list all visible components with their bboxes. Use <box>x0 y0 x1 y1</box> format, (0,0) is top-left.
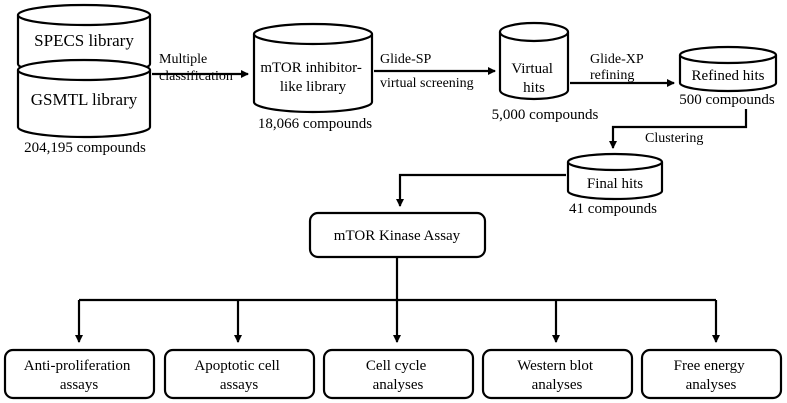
assay-label-free-energy: Free energy analyses <box>674 358 749 393</box>
refined-hits-cylinder: Refined hits <box>678 45 778 93</box>
glide-xp-label-line2: refining <box>590 68 634 83</box>
clustering-arrow <box>609 109 748 149</box>
specs-library-cylinder: SPECS library <box>16 3 152 76</box>
kinase-assay-label: mTOR Kinase Assay <box>334 228 461 244</box>
assay-label-western-blot-line2: analyses <box>532 377 583 393</box>
mtor-library-label: mTOR inhibitor- like library <box>260 60 365 95</box>
libraries-count: 204,195 compounds <box>24 140 146 156</box>
final-hits-label: Final hits <box>587 176 643 192</box>
assay-box-western-blot <box>481 348 634 400</box>
assay-label-antiproliferation-line2: assays <box>60 377 98 393</box>
final-to-assay-arrow <box>396 173 566 207</box>
assay-label-antiproliferation: Anti-proliferation assays <box>24 358 134 393</box>
final-hits-count: 41 compounds <box>569 201 657 217</box>
classification-label-line2: classification <box>159 69 233 84</box>
assay-label-apoptotic: Apoptotic cell assays <box>194 358 283 393</box>
mtor-library-count: 18,066 compounds <box>258 116 372 132</box>
classification-label: Multiple classification <box>159 52 233 84</box>
virtual-hits-label-line1: Virtual <box>511 61 553 77</box>
classification-label-line1: Multiple <box>159 52 207 67</box>
virtual-hits-count: 5,000 compounds <box>492 107 599 123</box>
gsmtl-library-label: GSMTL library <box>31 90 138 109</box>
assay-box-free-energy <box>640 348 783 400</box>
assay-label-free-energy-line1: Free energy <box>674 358 745 374</box>
refined-hits-label: Refined hits <box>692 68 765 84</box>
refined-hits-count: 500 compounds <box>679 92 775 108</box>
clustering-label: Clustering <box>645 131 703 146</box>
assay-label-cell-cycle-line1: Cell cycle <box>366 358 427 374</box>
assay-label-cell-cycle: Cell cycle analyses <box>366 358 430 393</box>
assay-label-western-blot: Western blot analyses <box>517 358 597 393</box>
mtor-library-label-line2: like library <box>280 79 347 95</box>
assay-label-western-blot-line1: Western blot <box>517 358 594 374</box>
glide-sp-label-line1: Glide-SP <box>380 52 432 67</box>
virtual-hits-label: Virtual hits <box>511 61 556 96</box>
assay-label-apoptotic-line1: Apoptotic cell <box>194 358 279 374</box>
glide-sp-label: Glide-SP virtual screening <box>380 52 474 91</box>
final-hits-cylinder: Final hits <box>566 152 664 201</box>
glide-sp-label-line2: virtual screening <box>380 76 474 91</box>
mtor-inhibitor-library-cylinder: mTOR inhibitor- like library <box>252 22 374 114</box>
glide-xp-label-line1: Glide-XP <box>590 52 644 67</box>
glide-xp-label: Glide-XP refining <box>590 52 647 83</box>
assay-box-apoptotic <box>163 348 316 400</box>
virtual-hits-label-line2: hits <box>523 80 545 96</box>
assay-label-antiproliferation-line1: Anti-proliferation <box>24 358 131 374</box>
gsmtl-library-cylinder: GSMTL library <box>16 58 152 139</box>
specs-library-label: SPECS library <box>34 31 134 50</box>
assay-label-free-energy-line2: analyses <box>686 377 737 393</box>
assay-label-apoptotic-line2: assays <box>220 377 258 393</box>
virtual-hits-cylinder: Virtual hits <box>498 21 570 101</box>
assay-box-cell-cycle <box>322 348 475 400</box>
mtor-library-label-line1: mTOR inhibitor- <box>260 60 362 76</box>
assay-box-antiproliferation <box>3 348 156 400</box>
assay-label-cell-cycle-line2: analyses <box>373 377 424 393</box>
